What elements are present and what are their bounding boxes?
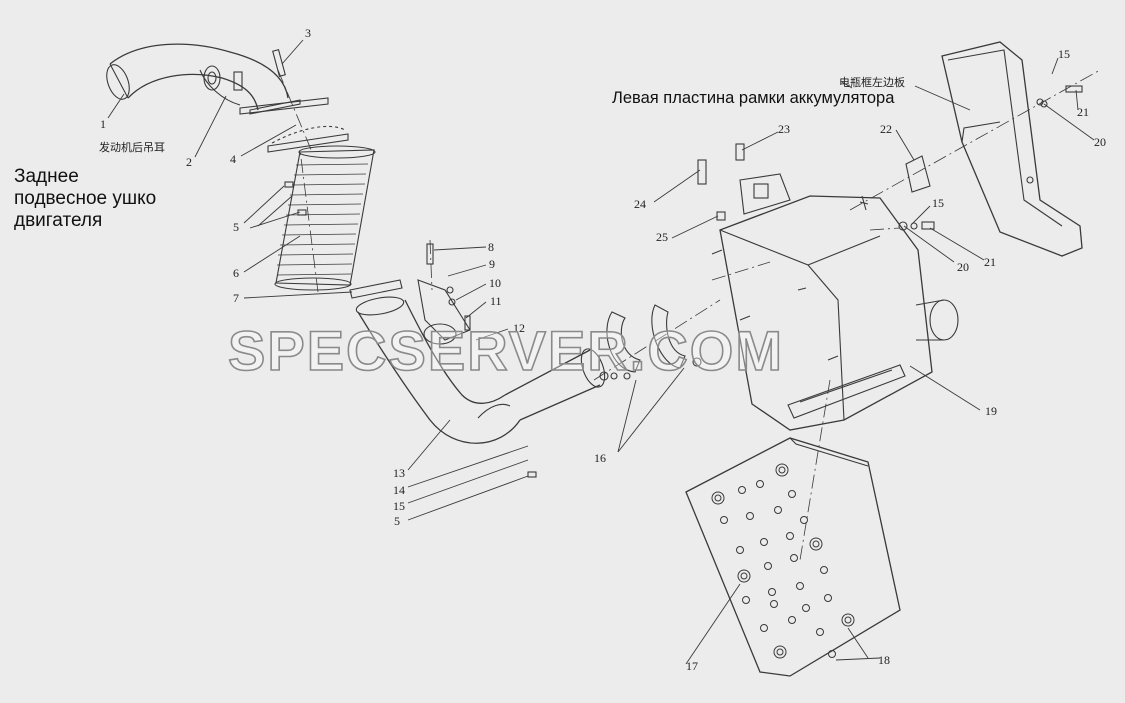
callout-number: 5 [394, 514, 400, 528]
callout-number: 17 [686, 659, 698, 673]
callout-number: 16 [594, 451, 606, 465]
callout-number: 25 [656, 230, 668, 244]
battery-frame-plate [941, 41, 1083, 257]
callout-number: 2 [186, 155, 192, 169]
callout-number: 9 [489, 257, 495, 271]
upper-bend-pipe [106, 43, 301, 115]
shield-perforations [711, 463, 855, 659]
callout-number: 15 [1058, 47, 1070, 61]
callout-number: 22 [880, 122, 892, 136]
battery-frame-plate-label-ru: Левая пластина рамки аккумулятора [612, 89, 895, 107]
flange-gasket [239, 97, 349, 153]
leader-lines [107, 39, 1095, 665]
battery-frame-plate-label-cn: 电瓶框左边板 [839, 76, 905, 89]
callout-number: 23 [778, 122, 790, 136]
callout-number: 15 [932, 196, 944, 210]
engine-rear-lug-label-cn: 发动机后吊耳 [99, 141, 165, 154]
bellows-pipe [274, 145, 376, 291]
callout-number: 12 [513, 321, 525, 335]
callout-number: 15 [393, 499, 405, 513]
callout-number: 6 [233, 266, 239, 280]
lower-flange [349, 279, 403, 299]
pipe-bracket [417, 243, 471, 345]
heat-shield [685, 437, 901, 677]
lower-bend-pipe [355, 296, 606, 444]
engine-rear-lug-label-ru: Заднее подвесное ушко двигателя [14, 166, 157, 232]
callout-number: 21 [984, 255, 996, 269]
callout-number: 3 [305, 26, 311, 40]
clamps [599, 304, 702, 381]
callout-number: 5 [233, 220, 239, 234]
callout-number: 19 [985, 404, 997, 418]
callout-number: 11 [490, 294, 502, 308]
callout-number: 10 [489, 276, 501, 290]
callout-number: 1 [100, 117, 106, 131]
callout-number: 20 [957, 260, 969, 274]
callout-number: 4 [230, 152, 236, 166]
callout-number: 24 [634, 197, 646, 211]
callout-number: 21 [1077, 105, 1089, 119]
callout-number: 7 [233, 291, 239, 305]
muffler-body [711, 173, 959, 431]
callout-number: 14 [393, 483, 405, 497]
callout-number: 8 [488, 240, 494, 254]
callout-number: 18 [878, 653, 890, 667]
watermark: SPECSERVER.COM [227, 318, 784, 383]
callout-number: 13 [393, 466, 405, 480]
callout-number: 20 [1094, 135, 1106, 149]
center-lines [277, 69, 1101, 561]
bracket-22 [905, 155, 931, 193]
